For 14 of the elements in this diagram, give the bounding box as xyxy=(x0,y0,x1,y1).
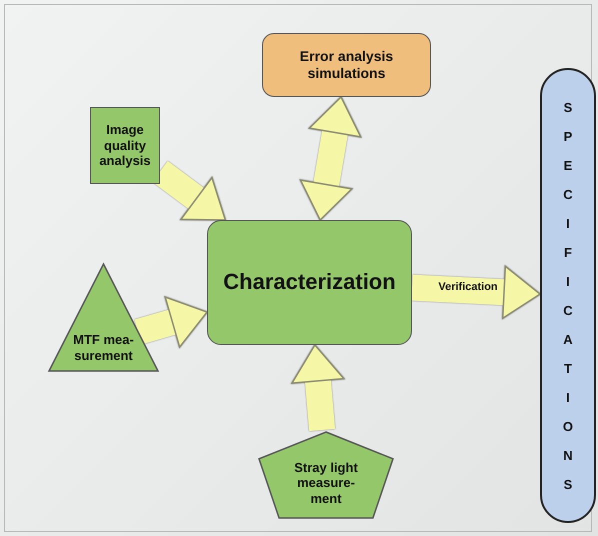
triangle-node xyxy=(47,262,160,373)
node-label: Error analysis simulations xyxy=(298,48,394,82)
process-box xyxy=(207,220,412,345)
node-label: MTF mea- surement xyxy=(72,332,135,364)
node-label: SPECIFICATIONS xyxy=(562,98,574,494)
block-arrow xyxy=(411,266,541,319)
node-label: Stray light measure- ment xyxy=(293,460,359,506)
node-label: Image quality analysis xyxy=(98,122,152,169)
pentagon-node xyxy=(257,430,395,520)
node-label: Characterization xyxy=(222,269,397,296)
block-arrow xyxy=(291,344,345,432)
process-box xyxy=(262,33,431,97)
block-arrow xyxy=(300,94,362,222)
process-box xyxy=(90,107,160,184)
